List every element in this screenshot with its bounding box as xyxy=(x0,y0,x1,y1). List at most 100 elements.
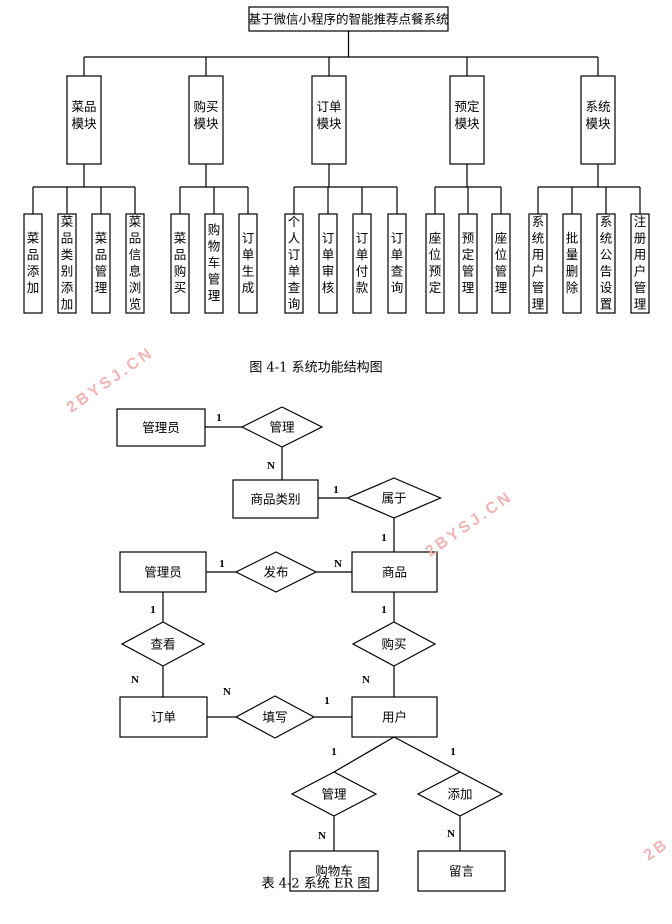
module-label: 购买模块 xyxy=(193,99,219,131)
relation-label-manage2: 管理 xyxy=(321,787,347,802)
root-box xyxy=(248,6,449,32)
child-box xyxy=(91,213,111,314)
module-label: 订单模块 xyxy=(316,99,342,131)
child-box xyxy=(562,213,582,314)
child-box xyxy=(204,213,224,314)
fig-4-2-caption: 表 4-2 系统 ER 图 xyxy=(262,877,371,892)
entity-label-cart: 购物车 xyxy=(315,864,353,879)
child-label: 批量删除 xyxy=(566,230,579,295)
child-box xyxy=(387,213,407,314)
entity-label-admin2: 管理员 xyxy=(144,565,182,580)
entity-box-admin2 xyxy=(119,551,207,593)
relation-diamond-manage1 xyxy=(240,406,324,448)
entity-label-user: 用户 xyxy=(382,710,407,725)
child-box xyxy=(318,213,338,314)
child-box xyxy=(57,213,77,314)
entity-box-product xyxy=(351,551,438,593)
child-label: 购物车管理 xyxy=(208,222,221,303)
child-label: 注册用户管理 xyxy=(634,214,647,312)
child-label: 菜品管理 xyxy=(95,230,108,295)
child-box xyxy=(23,213,43,314)
watermark-3: 2B xyxy=(641,835,672,864)
relation-label-fill: 填写 xyxy=(262,710,287,725)
cardinality-label: N xyxy=(447,828,455,840)
child-label: 订单审核 xyxy=(322,230,335,295)
cardinality-label: N xyxy=(334,558,342,570)
entity-label-product: 商品 xyxy=(382,565,407,580)
root-label: 基于微信小程序的智能推荐点餐系统 xyxy=(248,12,448,27)
entity-box-admin1 xyxy=(116,408,206,447)
cardinality-label: N xyxy=(362,674,370,686)
relation-label-belong: 属于 xyxy=(381,491,406,506)
child-box xyxy=(491,213,511,314)
relation-label-publish: 发布 xyxy=(263,565,288,580)
child-box xyxy=(238,213,258,314)
child-label: 座位管理 xyxy=(495,230,508,295)
relation-label-buy: 购买 xyxy=(381,637,406,652)
module-box xyxy=(449,75,485,165)
child-label: 预定管理 xyxy=(462,230,475,295)
child-box xyxy=(630,213,650,314)
cardinality-label: N xyxy=(318,830,326,842)
entity-label-message: 留言 xyxy=(449,864,474,879)
child-label: 菜品购买 xyxy=(174,230,187,295)
relation-diamond-publish xyxy=(234,551,318,593)
entity-box-order xyxy=(119,696,208,738)
module-box xyxy=(188,75,224,165)
relation-diamond-fill xyxy=(234,695,316,739)
cardinality-label: 1 xyxy=(333,484,339,496)
child-label: 座位预定 xyxy=(429,230,442,295)
child-label: 系统用户管理 xyxy=(532,214,545,312)
cardinality-label: N xyxy=(131,674,139,686)
child-box xyxy=(284,213,304,314)
relation-label-manage1: 管理 xyxy=(269,420,295,435)
cardinality-label: 1 xyxy=(331,746,337,758)
child-box xyxy=(528,213,548,314)
cardinality-label: 1 xyxy=(324,695,330,707)
child-label: 订单生成 xyxy=(242,230,255,295)
watermark-1: 2BYSJ.CN xyxy=(64,344,158,417)
child-box xyxy=(352,213,372,314)
cardinality-label: N xyxy=(267,460,275,472)
child-label: 菜品信息浏览 xyxy=(129,214,142,312)
child-label: 订单付款 xyxy=(356,230,369,295)
relation-diamond-belong xyxy=(345,477,443,519)
relation-label-add: 添加 xyxy=(447,787,472,802)
cardinality-label: 1 xyxy=(150,604,156,616)
entity-label-admin1: 管理员 xyxy=(142,420,180,435)
relation-diamond-view xyxy=(120,621,206,667)
relation-label-view: 查看 xyxy=(150,637,175,652)
child-label: 个人订单查询 xyxy=(288,214,301,312)
entity-box-message xyxy=(417,850,506,892)
relation-diamond-buy xyxy=(351,621,437,667)
entity-label-order: 订单 xyxy=(151,710,176,725)
entity-box-category xyxy=(232,479,319,519)
cardinality-label: 1 xyxy=(450,746,456,758)
module-box xyxy=(66,75,102,165)
fig-4-1-caption: 图 4-1 系统功能结构图 xyxy=(249,361,382,376)
entity-label-category: 商品类别 xyxy=(250,492,300,507)
child-box xyxy=(170,213,190,314)
cardinality-label: 1 xyxy=(381,532,387,544)
relation-diamond-add xyxy=(416,771,504,817)
cardinality-label: N xyxy=(223,686,231,698)
entity-box-cart xyxy=(289,850,379,892)
module-box xyxy=(580,75,616,165)
child-label: 菜品类别添加 xyxy=(61,214,74,312)
child-label: 系统公告设置 xyxy=(600,214,613,312)
child-box xyxy=(596,213,616,314)
child-box xyxy=(125,213,145,314)
child-label: 菜品添加 xyxy=(27,230,40,295)
cardinality-label: 1 xyxy=(381,604,387,616)
child-label: 订单查询 xyxy=(391,230,404,295)
er-line xyxy=(393,736,461,773)
er-line xyxy=(333,736,395,773)
child-box xyxy=(458,213,478,314)
relation-diamond-manage2 xyxy=(290,771,378,817)
entity-box-user xyxy=(351,696,438,738)
module-label: 预定模块 xyxy=(454,99,480,131)
cardinality-label: 1 xyxy=(216,412,222,424)
child-box xyxy=(425,213,445,314)
